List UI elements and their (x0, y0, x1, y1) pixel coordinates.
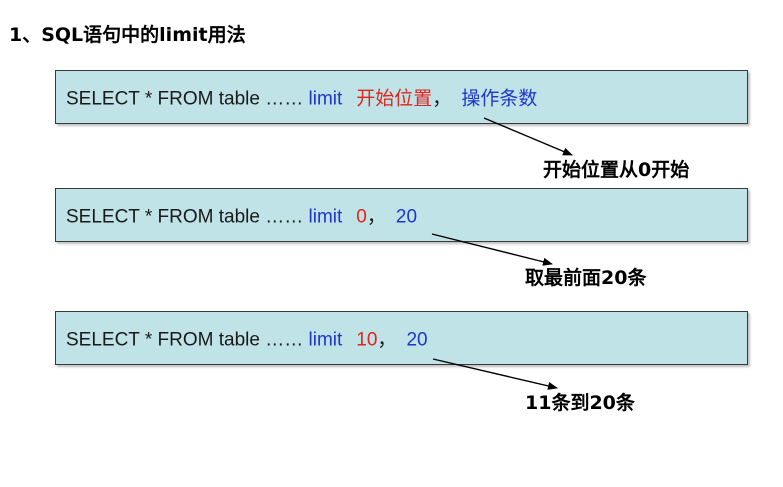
sql-example-box-2: SELECT * FROM table …… limit 0， 20 (55, 188, 748, 242)
limit-separator: ， (432, 87, 452, 110)
arrow-2 (431, 233, 553, 266)
limit-start-arg: 10 (356, 329, 378, 351)
note-11-to-20: 11条到20条 (525, 392, 635, 414)
sql-statement-3: SELECT * FROM table …… limit 10， 20 (66, 325, 428, 352)
limit-count-arg: 操作条数 (461, 87, 538, 110)
limit-keyword: limit (308, 88, 343, 110)
limit-start-arg: 开始位置 (356, 87, 433, 110)
sql-statement-2: SELECT * FROM table …… limit 0， 20 (66, 202, 417, 229)
limit-keyword: limit (308, 329, 343, 351)
sql-statement-1: SELECT * FROM table …… limit 开始位置， 操作条数 (66, 84, 537, 111)
note-start-position: 开始位置从0开始 (543, 159, 690, 181)
arrow-1 (483, 117, 573, 156)
page-title: 1、SQL语句中的limit用法 (9, 24, 246, 46)
arrow-3 (432, 358, 558, 390)
limit-keyword: limit (308, 206, 343, 228)
limit-count-arg: 20 (395, 206, 418, 228)
limit-count-arg: 20 (406, 329, 428, 351)
limit-start-arg: 0 (356, 206, 367, 228)
sql-example-box-1: SELECT * FROM table …… limit 开始位置， 操作条数 (55, 70, 748, 124)
limit-separator: ， (366, 205, 386, 228)
sql-prefix: SELECT * FROM table …… (66, 329, 309, 351)
sql-prefix: SELECT * FROM table …… (66, 206, 309, 228)
note-first-20: 取最前面20条 (525, 267, 647, 289)
sql-example-box-3: SELECT * FROM table …… limit 10， 20 (55, 311, 748, 365)
limit-separator: ， (377, 328, 397, 351)
sql-prefix: SELECT * FROM table …… (66, 88, 309, 110)
